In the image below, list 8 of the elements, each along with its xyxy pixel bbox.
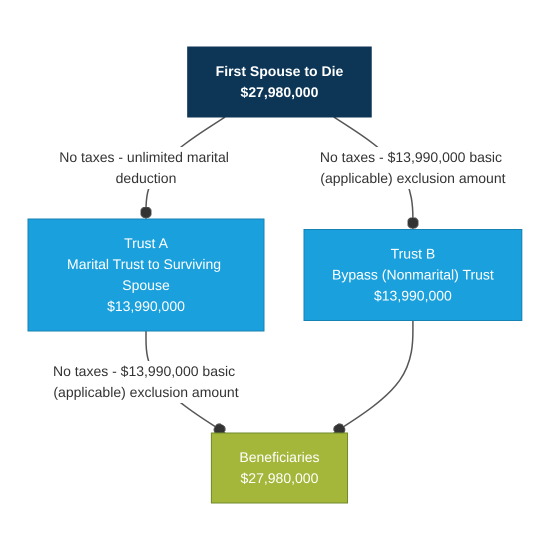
node-box: Trust A Marital Trust to Surviving Spouse $13,990,000 [27,218,264,331]
edge-label: No taxes - unlimited marital deduction [58,148,228,186]
edge-label: No taxes - $13,990,000 basic (applicable) exclusion amount [52,362,238,400]
connector [332,320,414,435]
node-box: First Spouse to Die $27,980,000 [186,46,372,117]
edge-label: No taxes - $13,990,000 basic (applicable) exclusion amount [319,148,506,186]
node-box: Beneficiaries $27,980,000 [210,432,348,503]
node-box: Trust B Bypass (Nonmarital) Trust $13,990,000 [303,228,522,320]
